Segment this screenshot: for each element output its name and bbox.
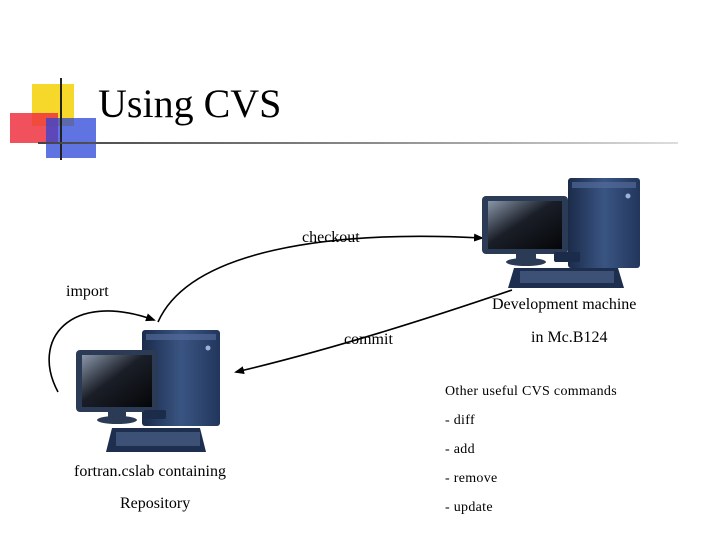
- import-label: import: [66, 283, 109, 300]
- commands-heading: Other useful CVS commands: [445, 384, 617, 399]
- dev-machine-label-line2: in Mc.B124: [531, 329, 608, 346]
- repository-label-line1: fortran.cslab containing: [74, 463, 226, 480]
- command-item: - remove: [445, 471, 498, 486]
- slide-title: Using CVS: [98, 81, 282, 126]
- dev-machine-computer-icon: [482, 178, 640, 288]
- dev-machine-label-line1: Development machine: [492, 296, 637, 313]
- command-item: - diff: [445, 413, 475, 428]
- commit-label: commit: [344, 331, 393, 348]
- checkout-arrow: [157, 233, 484, 323]
- title-ornament-vline: [60, 78, 62, 160]
- command-item: - add: [445, 442, 475, 457]
- title-ornament-blue: [46, 118, 96, 158]
- title-underline: [38, 142, 678, 144]
- import-arrow: [48, 310, 156, 393]
- commit-arrow: [234, 289, 513, 375]
- repository-computer-icon: [76, 330, 220, 452]
- checkout-label: checkout: [302, 229, 360, 246]
- repository-label-line2: Repository: [120, 495, 191, 512]
- command-item: - update: [445, 500, 493, 515]
